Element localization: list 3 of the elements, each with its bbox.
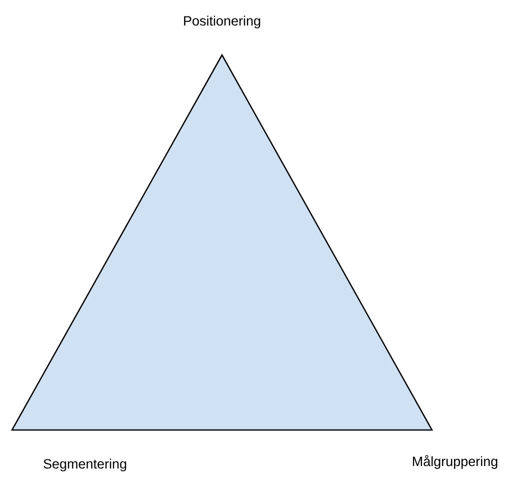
vertex-label: Positionering bbox=[184, 16, 260, 28]
vertex-label: Målgruppering bbox=[412, 455, 498, 469]
vertex-label: Segmentering bbox=[44, 458, 126, 472]
